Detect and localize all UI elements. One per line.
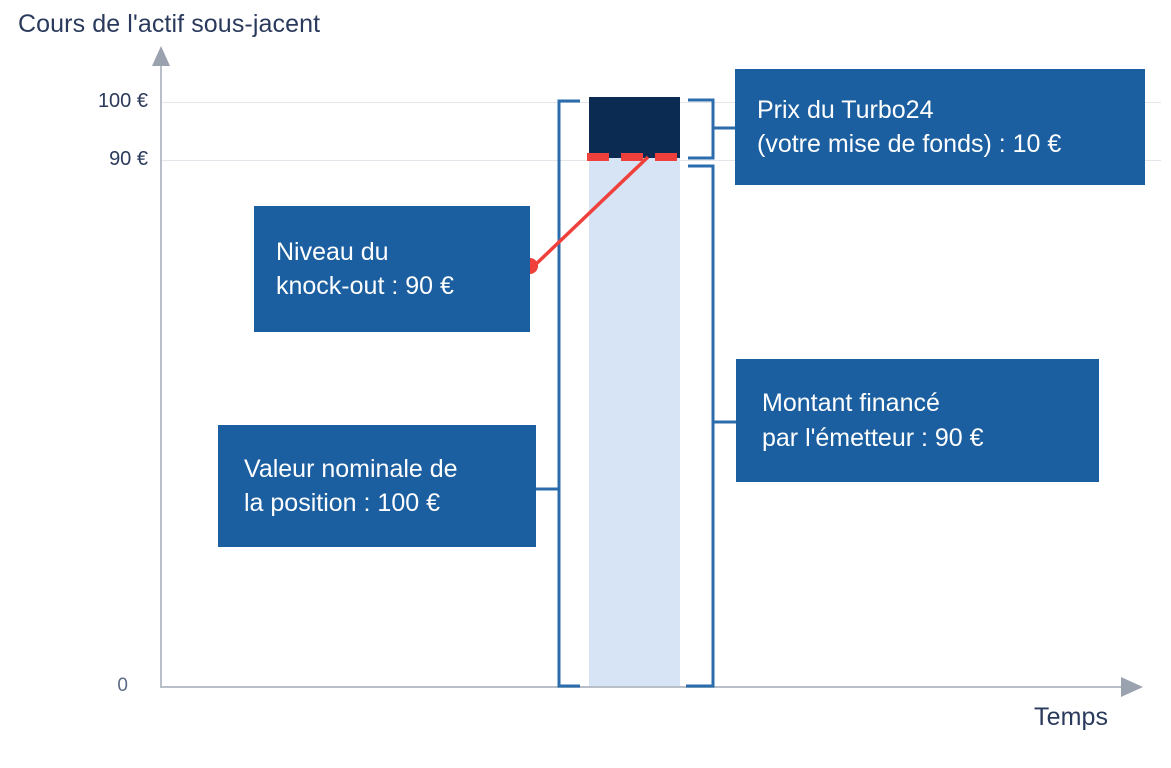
label-nominal-line1: Valeur nominale de: [244, 454, 458, 483]
label-nominal-line2: la position : 100 €: [244, 489, 440, 517]
y-axis-title: Cours de l'actif sous-jacent: [18, 10, 321, 38]
y-tick-label-90: 90 €: [109, 148, 148, 170]
x-axis-title: Temps: [1034, 703, 1109, 731]
label-box-turbo-price[interactable]: Prix du Turbo24 (votre mise de fonds) : …: [735, 69, 1145, 185]
bracket-funded-amount: [686, 164, 736, 688]
knockout-level-dashed-line: [587, 153, 682, 161]
bar-segment-funded-amount: [589, 158, 680, 686]
label-box-knockout-level[interactable]: Niveau du knock-out : 90 €: [254, 206, 530, 332]
label-funded-line1: Montant financé: [762, 389, 940, 417]
bar-segment-turbo-price: [589, 97, 680, 158]
label-turbo-price-line1: Prix du Turbo24: [757, 95, 934, 124]
label-box-funded-amount[interactable]: Montant financé par l'émetteur : 90 €: [736, 359, 1099, 482]
x-axis-line: [160, 686, 1122, 688]
label-knockout-line1: Niveau du: [276, 237, 389, 266]
bracket-turbo-price: [688, 98, 735, 160]
label-knockout-line2: knock-out : 90 €: [276, 272, 454, 300]
y-axis-arrow-icon: [152, 46, 170, 66]
y-tick-label-0: 0: [117, 675, 128, 696]
bracket-nominal-value: [536, 99, 580, 688]
label-box-nominal-value[interactable]: Valeur nominale de la position : 100 €: [218, 425, 536, 547]
label-turbo-price-line2: (votre mise de fonds) : 10 €: [757, 130, 1062, 158]
y-axis-line: [160, 62, 162, 687]
label-funded-line2: par l'émetteur : 90 €: [762, 423, 984, 452]
x-axis-arrow-icon: [1121, 677, 1143, 697]
y-tick-label-100: 100 €: [97, 90, 148, 112]
